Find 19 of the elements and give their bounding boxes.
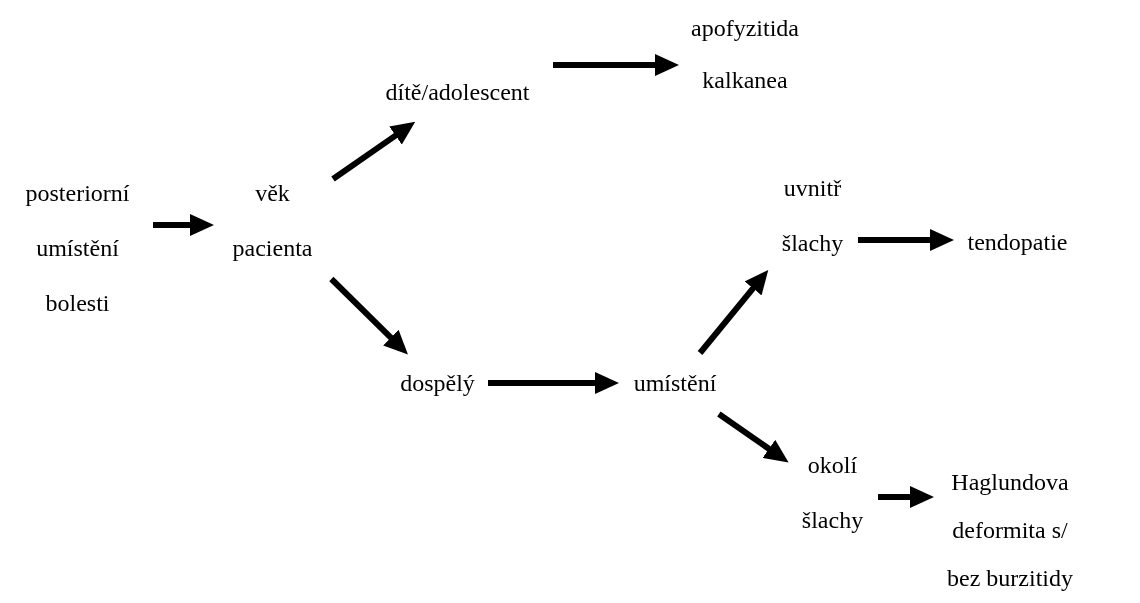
node-text: věk pacienta xyxy=(232,180,313,261)
node-text: okolí šlachy xyxy=(801,452,864,533)
arrow xyxy=(878,486,934,508)
arrow xyxy=(858,229,954,251)
node-text: umístění xyxy=(633,370,717,396)
arrow xyxy=(717,411,789,463)
arrow xyxy=(488,372,619,394)
arrow xyxy=(697,269,769,355)
arrow xyxy=(329,276,408,355)
arrow xyxy=(553,54,679,76)
node-text: Haglundova deformita s/ bez burzitidy xyxy=(947,469,1073,591)
arrow xyxy=(331,121,416,182)
node-text: dospělý xyxy=(400,370,475,396)
node-text: uvnitř šlachy xyxy=(781,175,844,256)
node-text: apofyzitida kalkanea xyxy=(691,15,799,93)
node-text: posteriorní umístění bolesti xyxy=(25,180,130,316)
node-text: dítě/adolescent xyxy=(385,79,530,105)
arrow xyxy=(153,214,214,236)
node-text: tendopatie xyxy=(967,229,1068,255)
